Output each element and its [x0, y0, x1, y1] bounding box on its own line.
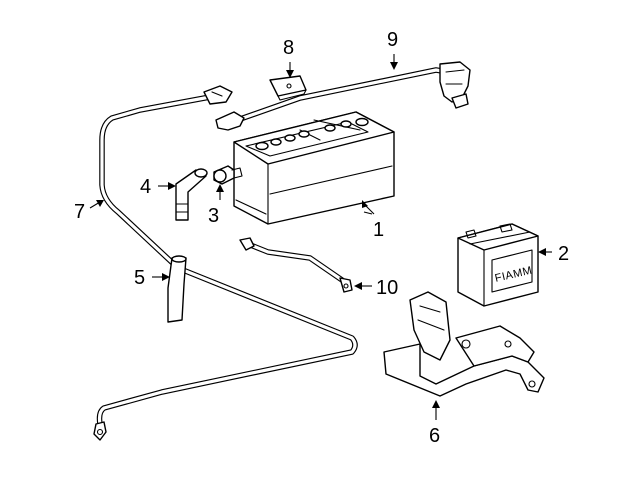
part-5-vent-hose: [167, 255, 187, 323]
callout-7: 7: [74, 201, 85, 223]
callout-5: 5: [134, 267, 145, 289]
part-10-short-cable: [239, 237, 353, 293]
part-2-auxiliary-battery: FIAMM: [457, 223, 539, 307]
part-6-battery-tray: [383, 291, 545, 397]
part-3-terminal-fitting: [213, 165, 243, 185]
part-1-battery: [233, 111, 395, 225]
callout-4: 4: [140, 176, 151, 198]
callout-9: 9: [387, 29, 398, 51]
callout-10: 10: [376, 277, 398, 299]
callout-2: 2: [558, 243, 569, 265]
part-7-ground-cable: [93, 85, 358, 441]
callout-6: 6: [429, 425, 440, 447]
callout-3: 3: [208, 205, 219, 227]
part-9-positive-cable: [215, 61, 471, 131]
part-4-vent-elbow: [175, 168, 208, 221]
callout-leaders: [89, 54, 552, 420]
callout-8: 8: [283, 37, 294, 59]
callout-1: 1: [373, 219, 384, 241]
